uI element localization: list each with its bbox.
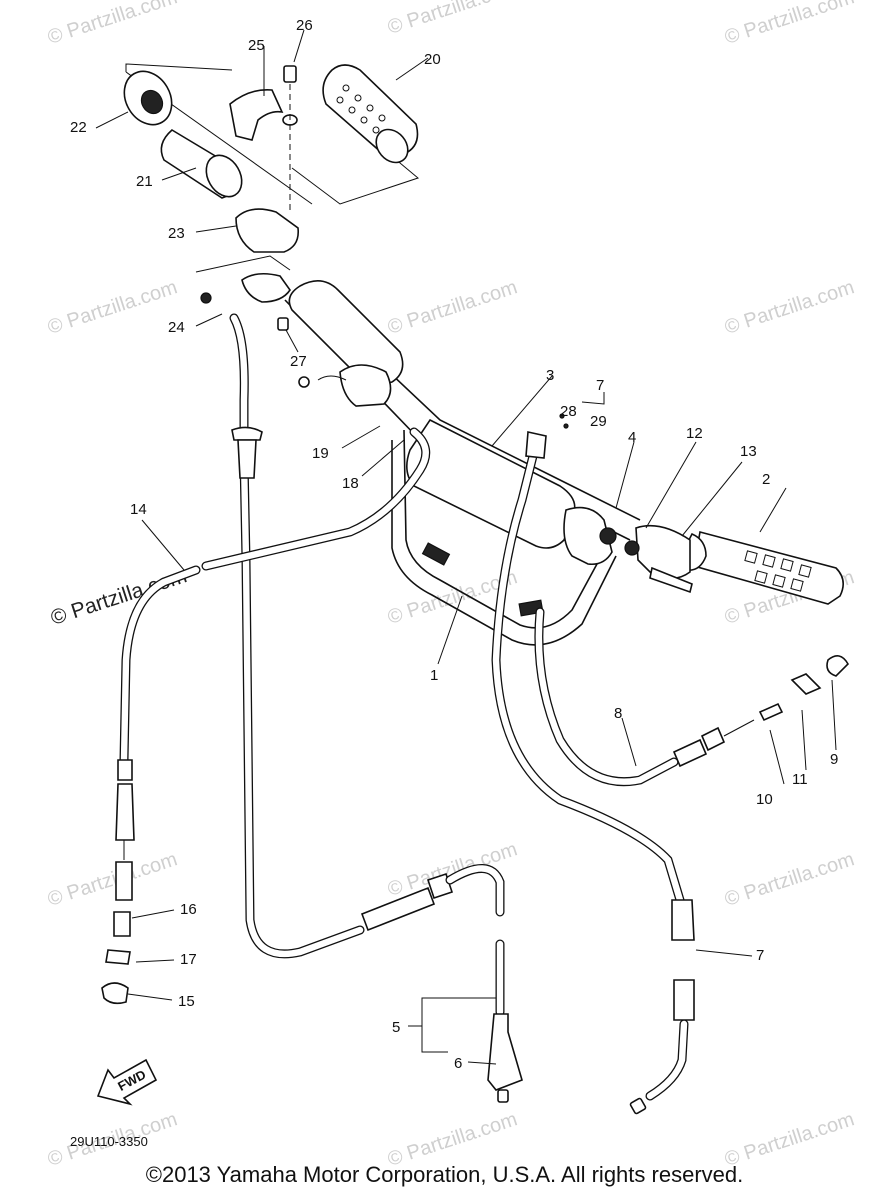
callout-28: 28 <box>560 403 577 420</box>
callout-17: 17 <box>180 951 197 968</box>
right-grip <box>683 531 844 605</box>
callout-7a: 7 <box>596 377 604 394</box>
callouts: 20 26 25 22 21 23 24 27 19 18 3 7 28 29 … <box>70 17 838 1149</box>
cable-8 <box>534 607 849 787</box>
callout-9: 9 <box>830 751 838 768</box>
callout-11: 11 <box>792 771 808 788</box>
callout-21: 21 <box>136 173 153 190</box>
callout-19: 19 <box>312 445 329 462</box>
callout-16: 16 <box>180 901 197 918</box>
callout-22: 22 <box>70 119 87 136</box>
callout-29: 29 <box>590 413 607 430</box>
callout-23: 23 <box>168 225 185 242</box>
callout-2: 2 <box>762 471 770 488</box>
callout-4: 4 <box>628 429 636 446</box>
leader-lines <box>95 29 837 1065</box>
callout-20: 20 <box>424 51 441 68</box>
callout-24: 24 <box>168 319 185 336</box>
callout-12: 12 <box>686 425 703 442</box>
callout-7b: 7 <box>756 947 764 964</box>
clutch-cable <box>101 427 431 1005</box>
callout-3: 3 <box>546 367 554 384</box>
right-lever-holder <box>563 506 693 594</box>
callout-25: 25 <box>248 37 265 54</box>
callout-26: 26 <box>296 17 313 34</box>
callout-14: 14 <box>130 501 147 518</box>
diagram-code: 29U110-3350 <box>70 1134 148 1149</box>
handlebar-pad <box>406 418 576 549</box>
throttle-cable <box>229 313 523 1103</box>
callout-5: 5 <box>392 1019 400 1036</box>
throttle-parts-group <box>123 63 420 331</box>
left-lever-holder <box>288 280 404 407</box>
callout-27: 27 <box>290 353 307 370</box>
callout-15: 15 <box>178 993 195 1010</box>
copyright-notice: ©2013 Yamaha Motor Corporation, U.S.A. A… <box>145 1162 744 1187</box>
callout-18: 18 <box>342 475 359 492</box>
callout-10: 10 <box>756 791 773 808</box>
callout-1: 1 <box>430 667 438 684</box>
fwd-arrow-icon: FWD <box>96 1058 158 1106</box>
choke-cable <box>491 413 695 1115</box>
callout-6: 6 <box>454 1055 462 1072</box>
callout-13: 13 <box>740 443 757 460</box>
callout-8: 8 <box>614 705 622 722</box>
